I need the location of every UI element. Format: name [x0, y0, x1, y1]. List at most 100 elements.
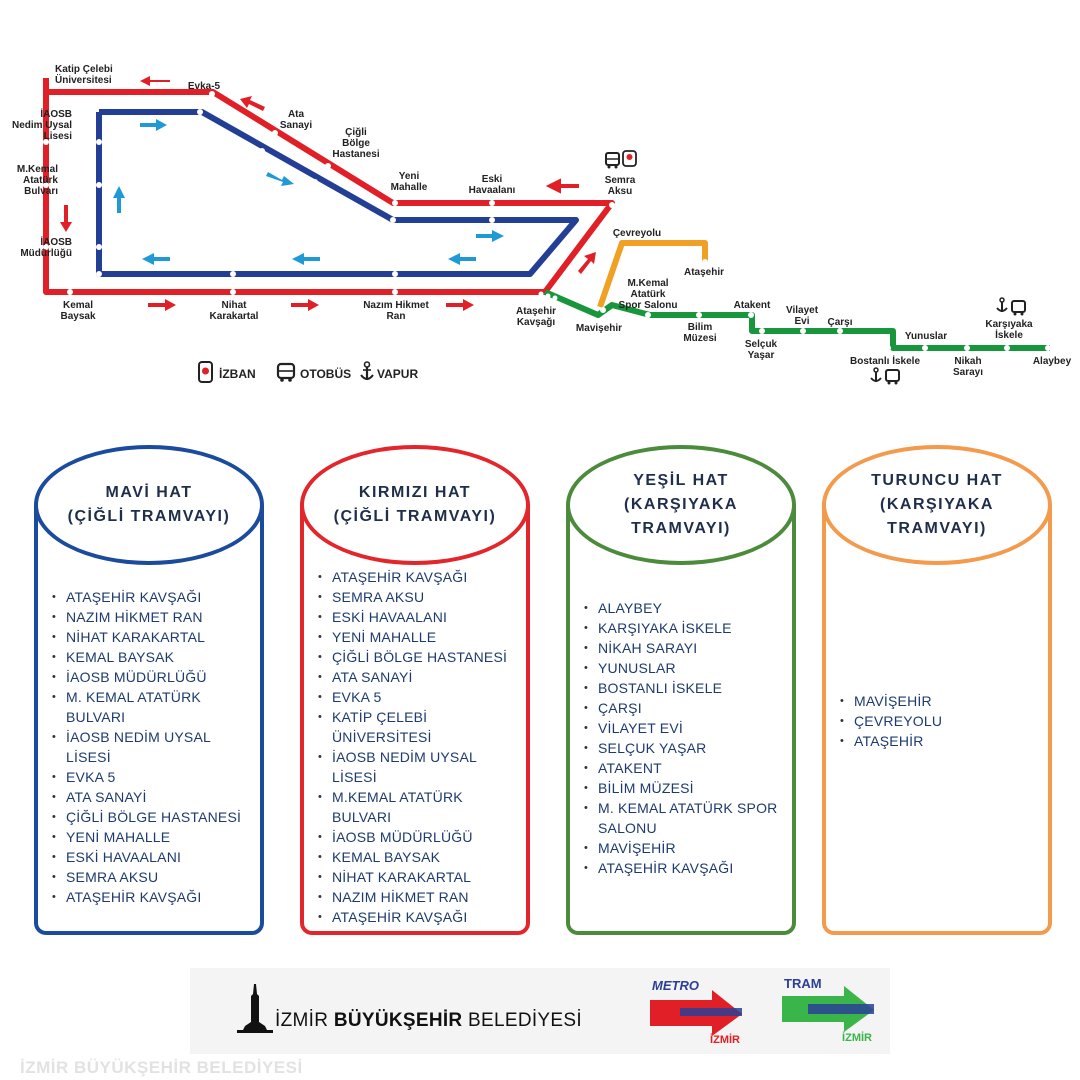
- station-label-line: Ran: [387, 311, 406, 322]
- tram-logo-graphic: [782, 986, 874, 1032]
- metro-logo-graphic: [650, 990, 742, 1036]
- arrow-left-icon: [292, 253, 320, 265]
- station-label-line: Ataşehir: [516, 306, 556, 317]
- map-legend: İZBAN OTOBÜS VAPUR: [198, 361, 418, 383]
- stop-item: NAZIM HİKMET RAN: [52, 607, 256, 627]
- bus-icon: [276, 362, 296, 382]
- station-label-line: Karşıyaka: [985, 319, 1033, 330]
- label-alaybey: Alaybey: [1033, 356, 1072, 367]
- station-label-line: Çiğli: [345, 127, 367, 138]
- station-label-line: Bostanlı İskele: [850, 354, 920, 367]
- station-label-line: Aksu: [608, 186, 632, 197]
- metro-label: METRO: [652, 978, 699, 993]
- stop-item: M. KEMAL ATATÜRK BULVARI: [52, 687, 256, 727]
- legend-izban-label: İZBAN: [219, 366, 256, 381]
- stop-item: ATAŞEHİR: [840, 731, 1044, 751]
- stop-item: KEMAL BAYSAK: [52, 647, 256, 667]
- stop-item: ATAŞEHİR KAVŞAĞI: [318, 907, 522, 927]
- station-label-line: Spor Salonu: [619, 300, 678, 311]
- card-header-oval: KIRMIZI HAT (ÇİĞLİ TRAMVAYI): [300, 445, 530, 565]
- stop-list: MAVİŞEHİRÇEVREYOLUATAŞEHİR: [836, 691, 1044, 751]
- stop-item: VİLAYET EVİ: [584, 718, 788, 738]
- stop-item: ESKİ HAVAALANI: [318, 607, 522, 627]
- arrow-right-icon: [476, 230, 504, 242]
- stop-item: SEMRA AKSU: [52, 867, 256, 887]
- label-mavisehir: Mavişehir: [576, 323, 622, 334]
- station-label-line: Baysak: [60, 311, 95, 322]
- stop-item: ATA SANAYİ: [318, 667, 522, 687]
- stop-item: NAZIM HİKMET RAN: [318, 887, 522, 907]
- stop-item: ATA SANAYİ: [52, 787, 256, 807]
- arrow-up-icon: [113, 186, 125, 213]
- footer-watermark: İZMİR BÜYÜKŞEHİR BELEDİYESİ: [20, 1058, 303, 1077]
- arrow-left-icon: [140, 76, 170, 86]
- station-label-line: Çevreyolu: [613, 228, 661, 239]
- mavi-hat-card: MAVİ HAT (ÇİĞLİ TRAMVAYI) ATAŞEHİR KAVŞA…: [34, 445, 264, 935]
- station-label-line: Üniversitesi: [55, 73, 112, 86]
- direction-arrows: [60, 76, 596, 311]
- kirmizi-hat-card: KIRMIZI HAT (ÇİĞLİ TRAMVAYI) ATAŞEHİR KA…: [300, 445, 530, 935]
- legend-otobus-label: OTOBÜS: [300, 366, 351, 381]
- stop-item: ÇARŞI: [584, 698, 788, 718]
- stop-item: NİHAT KARAKARTAL: [318, 867, 522, 887]
- anchor-icon: [870, 367, 882, 382]
- station-label-line: M.Kemal: [627, 278, 668, 289]
- bus-icon: [1011, 300, 1026, 316]
- station-label-line: Çarşı: [827, 317, 852, 328]
- station-label-line: Mavişehir: [576, 323, 622, 334]
- station-label-line: Evi: [794, 316, 809, 327]
- arrow-left-icon: [240, 96, 265, 111]
- station-label-line: Ata: [288, 109, 305, 120]
- stop-item: ATAŞEHİR KAVŞAĞI: [318, 567, 522, 587]
- stop-item: MAVİŞEHİR: [840, 691, 1044, 711]
- arrow-left-icon: [545, 178, 579, 194]
- stop-item: ATAKENT: [584, 758, 788, 778]
- stop-item: İAOSB MÜDÜRLÜĞÜ: [318, 827, 522, 847]
- station-label-line: Evka-5: [188, 81, 221, 92]
- station-label-line: Sanayi: [280, 120, 312, 131]
- station-label-line: Bölge: [342, 138, 370, 149]
- orange-line: [597, 240, 708, 308]
- station-label-line: İAOSB: [40, 235, 72, 248]
- stop-list: ATAŞEHİR KAVŞAĞISEMRA AKSUESKİ HAVAALANI…: [314, 567, 522, 927]
- station-label-line: Karakartal: [210, 311, 259, 322]
- stop-item: YENİ MAHALLE: [52, 827, 256, 847]
- station-label-line: Eski: [482, 174, 503, 185]
- station-label-line: Müdürlüğü: [20, 248, 72, 259]
- metro-izmir-logo: METRO İZMİR: [650, 978, 742, 1046]
- station-label-line: Kemal: [63, 300, 93, 311]
- station-label-line: Havaalanı: [469, 185, 516, 196]
- stop-item: KEMAL BAYSAK: [318, 847, 522, 867]
- station-label-line: Atatürk: [23, 175, 58, 186]
- station-label-line: Atatürk: [630, 289, 665, 300]
- label-carsi: Çarşı: [827, 317, 852, 328]
- station-label-line: Nazım Hikmet: [363, 300, 429, 311]
- card-header-oval: TURUNCU HAT (KARŞIYAKA TRAMVAYI): [822, 445, 1052, 565]
- label-atasehir: Ataşehir: [684, 267, 724, 278]
- station-label-line: Semra: [605, 175, 636, 186]
- stop-item: ATAŞEHİR KAVŞAĞI: [584, 858, 788, 878]
- izban-icon: [198, 361, 213, 383]
- arrow-right-icon: [446, 299, 474, 311]
- station-label-line: M.Kemal: [17, 164, 58, 175]
- stop-item: EVKA 5: [52, 767, 256, 787]
- stop-item: ÇİĞLİ BÖLGE HASTANESİ: [52, 807, 256, 827]
- station-label-line: Hastanesi: [332, 149, 379, 160]
- card-title: MAVİ HAT (ÇİĞLİ TRAMVAYI): [67, 484, 231, 525]
- legend-vapur-label: VAPUR: [377, 367, 418, 381]
- stop-item: KATİP ÇELEBİ ÜNİVERSİTESİ: [318, 707, 522, 747]
- station-label-line: Bilim: [688, 322, 713, 333]
- card-title: TURUNCU HAT (KARŞIYAKA TRAMVAYI): [871, 472, 1003, 537]
- station-label-line: Ataşehir: [684, 267, 724, 278]
- yesil-hat-card: YEŞİL HAT (KARŞIYAKA TRAMVAYI) ALAYBEYKA…: [566, 445, 796, 935]
